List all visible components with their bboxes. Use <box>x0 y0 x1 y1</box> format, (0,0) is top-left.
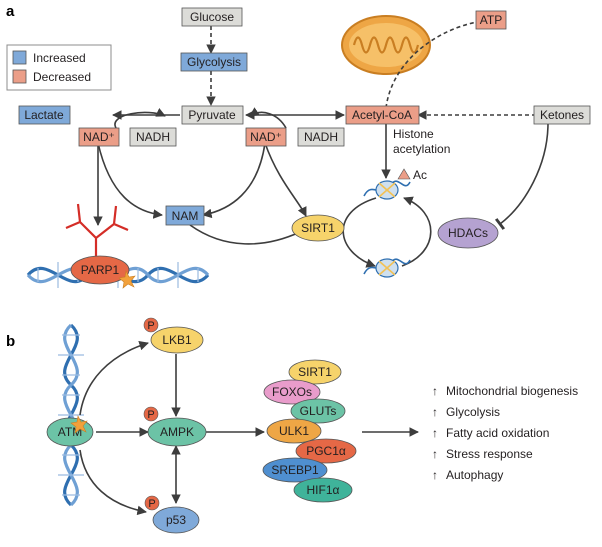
atp-label: ATP <box>480 13 502 27</box>
hdacs-node: HDACs <box>437 217 499 249</box>
par-chain-icon <box>65 203 129 258</box>
legend-decreased-swatch <box>12 69 27 84</box>
acetyl-triangle-icon <box>397 168 411 180</box>
outcome-arrow: ↑ <box>432 384 438 398</box>
dna-damage-star-icon-b <box>70 415 88 434</box>
lkb1-phospho-icon: P <box>143 317 159 333</box>
target-foxos: FOXOs <box>263 379 321 405</box>
nad-left-node: NAD⁺ <box>78 127 120 147</box>
nam-node: NAM <box>165 205 205 226</box>
p53-label: p53 <box>166 513 186 527</box>
p53-phospho-icon: P <box>144 495 160 511</box>
svg-text:SIRT1: SIRT1 <box>298 365 332 379</box>
acetyl-coa-label: Acetyl-CoA <box>352 108 412 122</box>
legend-increased-swatch <box>12 50 27 65</box>
nadh-right-node: NADH <box>297 127 345 147</box>
legend-increased-label: Increased <box>33 51 86 65</box>
legend: Increased Decreased <box>6 44 112 91</box>
nadh-left-node: NADH <box>129 127 177 147</box>
ampk-node: AMPK <box>147 417 207 447</box>
nad-right-node: NAD⁺ <box>245 127 287 147</box>
histone-acetylation-line1: Histone <box>393 127 434 141</box>
sirt1-node-a: SIRT1 <box>291 214 345 242</box>
lkb1-label: LKB1 <box>162 333 192 347</box>
target-gluts: GLUTs <box>290 398 346 424</box>
parp1-node: PARP1 <box>70 255 130 285</box>
panel-b-label: b <box>6 333 15 350</box>
ac-label: Ac <box>413 168 427 182</box>
nam-label: NAM <box>172 209 199 223</box>
outcome-arrow: ↑ <box>432 426 438 440</box>
dna-damage-star-icon <box>118 270 136 289</box>
outcome-arrow: ↑ <box>432 468 438 482</box>
target-pgc1a: PGC1α <box>295 438 357 464</box>
hdacs-label: HDACs <box>448 226 488 240</box>
ampk-phospho-icon: P <box>143 406 159 422</box>
parp1-label: PARP1 <box>81 263 120 277</box>
nad-right-label: NAD⁺ <box>250 130 282 144</box>
lkb1-node: LKB1 <box>150 326 204 354</box>
outcomes-list: ↑ Mitochondrial biogenesis ↑ Glycolysis … <box>432 384 578 482</box>
outcome-fatty-acid-oxidation: Fatty acid oxidation <box>446 426 549 440</box>
svg-text:P: P <box>147 409 154 421</box>
atp-node: ATP <box>475 10 507 30</box>
ketones-label: Ketones <box>540 108 584 122</box>
nad-left-label: NAD⁺ <box>83 130 115 144</box>
outcome-stress-response: Stress response <box>446 447 533 461</box>
dna-helix-vertical-icon <box>58 323 84 507</box>
glycolysis-label: Glycolysis <box>187 55 241 69</box>
ampk-label: AMPK <box>160 425 194 439</box>
lactate-label: Lactate <box>24 108 64 122</box>
svg-text:PGC1α: PGC1α <box>306 444 346 458</box>
lactate-node: Lactate <box>18 105 71 125</box>
nucleosome-acetylated-icon <box>363 168 411 200</box>
acetyl-coa-node: Acetyl-CoA <box>345 105 420 125</box>
svg-text:P: P <box>147 320 154 332</box>
svg-text:ULK1: ULK1 <box>279 424 309 438</box>
svg-text:HIF1α: HIF1α <box>307 483 340 497</box>
glucose-label: Glucose <box>190 10 234 24</box>
target-sirt1: SIRT1 <box>288 359 342 385</box>
svg-text:SREBP1: SREBP1 <box>271 463 319 477</box>
glycolysis-node: Glycolysis <box>180 52 248 72</box>
svg-text:GLUTs: GLUTs <box>300 404 337 418</box>
outcome-arrow: ↑ <box>432 447 438 461</box>
mitochondrion-icon <box>341 15 431 75</box>
outcome-autophagy: Autophagy <box>446 468 503 482</box>
nucleosome-deacetylated-icon <box>363 258 411 278</box>
svg-text:FOXOs: FOXOs <box>272 385 312 399</box>
p53-node: p53 <box>152 506 200 534</box>
target-srebp1: SREBP1 <box>262 457 328 483</box>
target-ulk1: ULK1 <box>266 418 322 444</box>
nadh-right-label: NADH <box>304 130 338 144</box>
svg-text:P: P <box>148 498 155 510</box>
histone-acetylation-line2: acetylation <box>393 142 450 156</box>
nadh-left-label: NADH <box>136 130 170 144</box>
sirt1-label-a: SIRT1 <box>301 221 335 235</box>
outcome-arrow: ↑ <box>432 405 438 419</box>
outcome-glycolysis: Glycolysis <box>446 405 500 419</box>
pyruvate-node: Pyruvate <box>181 105 244 125</box>
legend-decreased-label: Decreased <box>33 70 91 84</box>
pyruvate-label: Pyruvate <box>188 108 236 122</box>
target-hif1a: HIF1α <box>293 477 353 503</box>
ketones-node: Ketones <box>533 105 591 125</box>
glucose-node: Glucose <box>181 7 243 27</box>
outcome-mitochondrial-biogenesis: Mitochondrial biogenesis <box>446 384 578 398</box>
panel-a-label: a <box>6 3 15 20</box>
